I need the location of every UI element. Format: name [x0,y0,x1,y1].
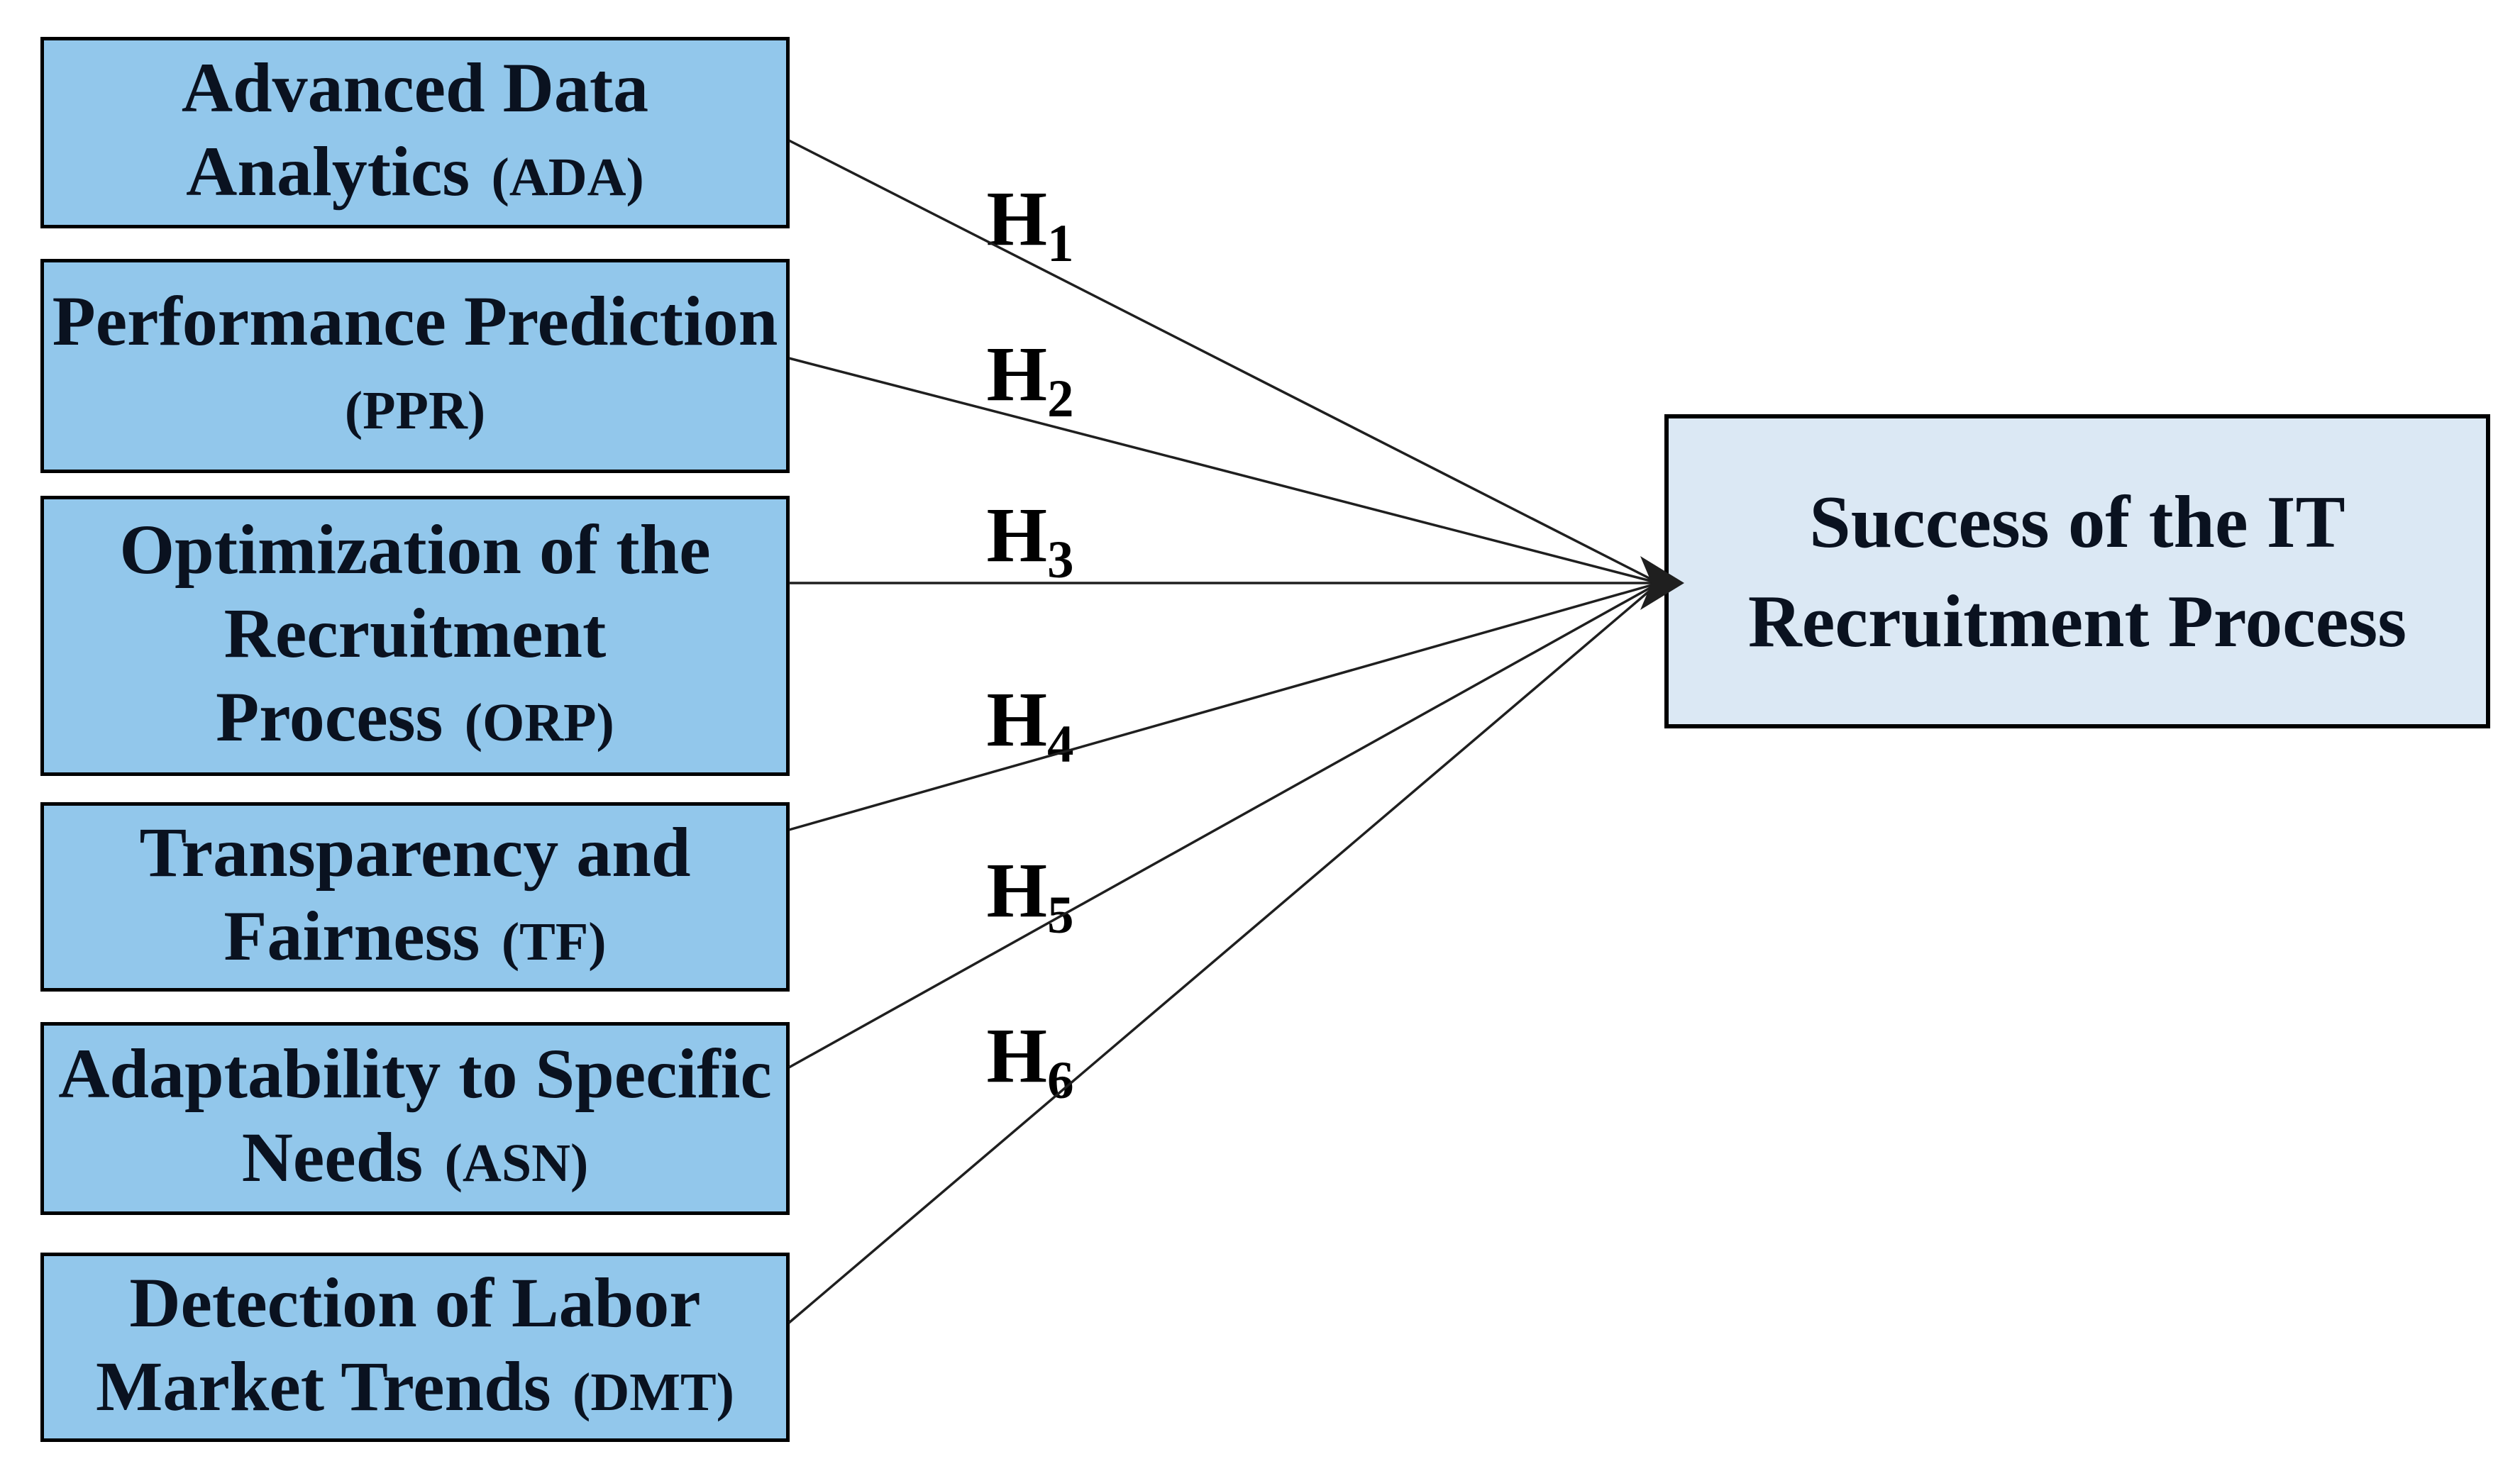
predictor-text-line: Analytics (ADA) [186,130,644,219]
predictor-text-line: Fairness (TF) [223,894,606,984]
predictor-name-text: Market Trends [96,1346,551,1426]
predictor-name-text: Detection of Labor [129,1263,701,1342]
hypothesis-subscript: 3 [1047,531,1074,589]
predictor-box-orp: Optimization of the Recruitment Process (… [40,496,790,776]
hypothesis-label-h1: H1 [987,179,1074,270]
predictor-box-asn: Adaptability to Specific Needs (ASN) [40,1022,790,1215]
predictor-acronym-text: (DMT) [573,1362,734,1422]
hypothesis-label-h2: H2 [987,335,1074,426]
predictor-name-text: Fairness [223,896,480,975]
hypothesis-line-h5 [788,582,1659,1069]
predictor-text-line: Adaptability to Specific [58,1032,772,1116]
hypothesis-letter: H [986,492,1048,578]
predictor-name-text: Performance Prediction [52,282,778,360]
hypothesis-subscript: 4 [1047,715,1074,774]
predictor-box-tf: Transparency and Fairness (TF) [40,802,790,992]
hypothesis-letter: H [986,676,1048,762]
hypothesis-label-h6: H6 [987,1016,1074,1107]
outcome-text-line: Success of the IT [1809,479,2345,563]
hypothesis-letter: H [986,1012,1048,1099]
outcome-text-line: Recruitment Process [1747,579,2407,662]
hypothesis-line-h2 [788,357,1659,584]
hypothesis-line-h6 [788,582,1660,1324]
predictor-text-line: Performance Prediction [52,279,778,363]
hypothesis-letter: H [986,331,1048,417]
predictor-name-text: Adaptability to Specific [58,1034,772,1113]
predictor-text-line: (PPR) [345,363,485,453]
predictor-box-ppr: Performance Prediction (PPR) [40,259,790,473]
predictor-acronym-text: (PPR) [344,381,486,440]
predictor-box-ada: Advanced Data Analytics (ADA) [40,37,790,228]
predictor-name-text: Optimization of the [119,509,711,589]
predictor-name-text: Needs [241,1118,424,1197]
hypothesis-label-h4: H4 [987,680,1074,771]
predictor-acronym-text: (ADA) [491,148,644,207]
predictor-box-dmt: Detection of Labor Market Trends (DMT) [40,1253,790,1442]
arrowhead-icon [1640,556,1684,610]
hypothesis-subscript: 2 [1047,370,1074,428]
hypothesis-line-h1 [788,139,1659,584]
predictor-name-text: Process [216,677,443,756]
hypothesis-letter: H [986,847,1048,933]
outcome-box: Success of the IT Recruitment Process [1664,414,2490,728]
predictor-name-text: Analytics [186,132,470,211]
predictor-text-line: Transparency and [139,811,690,894]
hypothesis-letter: H [986,175,1048,262]
predictor-text-line: Detection of Labor [129,1261,700,1345]
predictor-text-line: Needs (ASN) [242,1116,589,1205]
predictor-name-text: Advanced Data [181,48,649,127]
predictor-name-text: Transparency and [139,812,691,892]
hypothesis-subscript: 1 [1047,214,1074,273]
predictor-text-line: Optimization of the [119,508,710,592]
predictor-text-line: Market Trends (DMT) [96,1345,734,1434]
hypothesis-label-h3: H3 [987,496,1074,587]
hypothesis-label-h5: H5 [987,851,1074,942]
predictor-text-line: Process (ORP) [216,675,614,765]
predictor-name-text: Recruitment [223,593,607,672]
predictor-acronym-text: (ASN) [444,1133,589,1193]
predictor-acronym-text: (ORP) [464,692,614,753]
hypothesis-line-h4 [788,582,1659,831]
predictor-text-line: Recruitment [224,592,607,675]
predictor-text-line: Advanced Data [182,46,648,130]
predictor-acronym-text: (TF) [501,911,607,972]
